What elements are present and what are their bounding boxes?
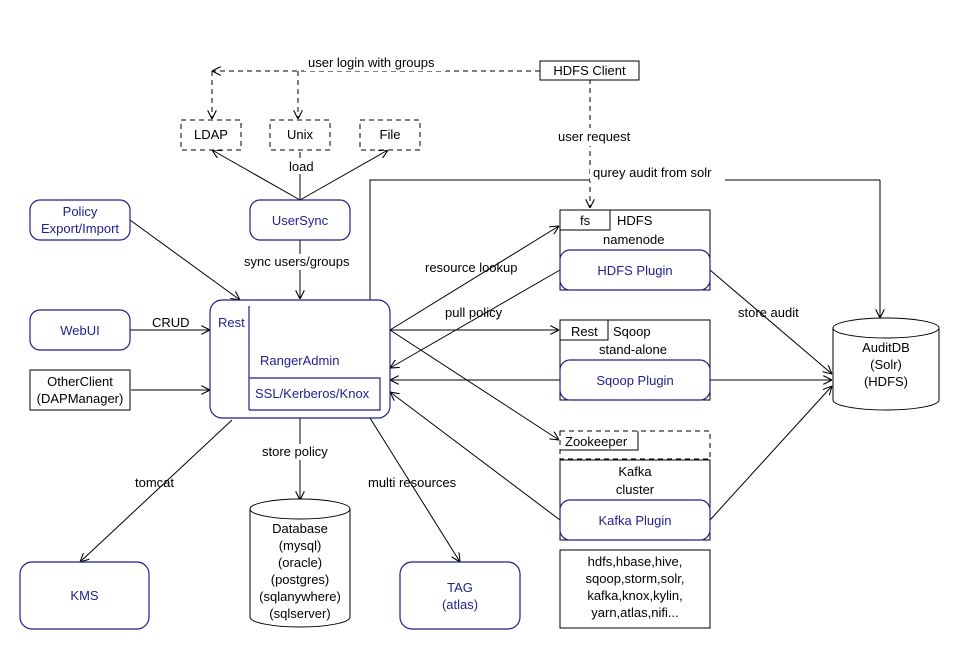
policy-export-label-2: Export/Import: [41, 221, 119, 236]
policy-export-label-1: Policy: [63, 204, 98, 219]
tag-node: TAG (atlas): [399, 561, 521, 630]
database-line-5: (sqlanywhere): [259, 589, 341, 604]
database-line-1: Database: [272, 521, 328, 536]
services-line-3: kafka,knox,kylin,: [587, 588, 682, 603]
label-pull-policy: pull policy: [445, 305, 503, 320]
label-store-policy: store policy: [262, 444, 328, 459]
label-load: load: [289, 159, 314, 174]
label-user-request: user request: [558, 129, 631, 144]
hdfs-node: fs HDFS namenode HDFS Plugin: [559, 209, 711, 291]
ranger-admin-label: RangerAdmin: [260, 353, 340, 368]
label-user-login: user login with groups: [308, 55, 435, 70]
tag-label-1: TAG: [447, 580, 473, 595]
otherclient-label-2: (DAPManager): [37, 391, 124, 406]
sqoop-rest-label: Rest: [571, 324, 598, 339]
edge-load-file: [299, 150, 388, 201]
ranger-rest-label: Rest: [218, 315, 245, 330]
database-line-6: (sqlserver): [269, 606, 330, 621]
kafka-title-label: Kafka: [618, 464, 652, 479]
kafka-sub-label: cluster: [616, 482, 655, 497]
auditdb-line-2: (Solr): [870, 357, 902, 372]
file-node: File: [359, 119, 421, 151]
auditdb-line-3: (HDFS): [864, 374, 908, 389]
auditdb-node: AuditDB (Solr) (HDFS): [832, 317, 940, 411]
hdfs-fs-label: fs: [580, 213, 591, 228]
database-node: Database (mysql) (oracle) (postgres) (sq…: [249, 498, 351, 628]
auditdb-line-1: AuditDB: [862, 340, 910, 355]
kms-label: KMS: [70, 588, 99, 603]
database-line-2: (mysql): [279, 538, 322, 553]
hdfs-client-node: HDFS Client: [539, 60, 640, 81]
services-line-1: hdfs,hbase,hive,: [588, 554, 683, 569]
edge-kafka-pull: [390, 392, 561, 521]
zookeeper-label: Zookeeper: [565, 434, 628, 449]
hdfs-client-label: HDFS Client: [553, 63, 626, 78]
database-line-4: (postgres): [271, 572, 330, 587]
edge-multi-resources: [369, 417, 460, 562]
unix-node: Unix: [269, 119, 331, 151]
edge-store-audit-kafka: [709, 386, 832, 521]
unix-label: Unix: [287, 127, 314, 142]
tag-label-2: (atlas): [442, 597, 478, 612]
label-sync-users: sync users/groups: [244, 254, 350, 269]
edge-tomcat: [80, 419, 233, 562]
otherclient-node: OtherClient (DAPManager): [29, 369, 131, 411]
kms-node: KMS: [19, 561, 150, 630]
ranger-security-label: SSL/Kerberos/Knox: [255, 386, 370, 401]
label-multi-resources: multi resources: [368, 475, 457, 490]
edge-load-ldap: [212, 150, 301, 201]
webui-node: WebUI: [29, 309, 131, 351]
sqoop-node: Rest Sqoop stand-alone Sqoop Plugin: [559, 319, 711, 401]
edge-store-audit-hdfs: [709, 269, 832, 374]
label-tomcat: tomcat: [135, 475, 174, 490]
ranger-admin-node: Rest RangerAdmin SSL/Kerberos/Knox: [209, 299, 391, 419]
policy-export-node: Policy Export/Import: [29, 199, 131, 241]
services-line-4: yarn,atlas,nifi...: [591, 605, 678, 620]
hdfs-plugin-label: HDFS Plugin: [597, 263, 672, 278]
database-line-3: (oracle): [278, 555, 322, 570]
label-query-audit: qurey audit from solr: [593, 165, 712, 180]
otherclient-label-1: OtherClient: [47, 374, 113, 389]
zookeeper-node: Zookeeper: [559, 430, 711, 460]
edge-zookeeper: [389, 329, 559, 440]
services-list-node: hdfs,hbase,hive, sqoop,storm,solr, kafka…: [559, 549, 711, 629]
ldap-label: LDAP: [194, 127, 228, 142]
usersync-label: UserSync: [272, 213, 329, 228]
label-crud: CRUD: [152, 315, 190, 330]
label-resource-lookup: resource lookup: [425, 260, 518, 275]
webui-label: WebUI: [60, 323, 100, 338]
hdfs-sub-label: namenode: [603, 232, 664, 247]
sqoop-sub-label: stand-alone: [599, 342, 667, 357]
kafka-plugin-label: Kafka Plugin: [599, 513, 672, 528]
edge-hdfs-pull: [390, 269, 561, 368]
sqoop-title-label: Sqoop: [613, 324, 651, 339]
kafka-node: Kafka cluster Kafka Plugin: [559, 459, 711, 541]
ldap-node: LDAP: [180, 119, 242, 151]
sqoop-plugin-label: Sqoop Plugin: [596, 373, 673, 388]
usersync-node: UserSync: [249, 199, 351, 241]
edge-policy-export: [129, 219, 240, 300]
services-line-2: sqoop,storm,solr,: [586, 571, 685, 586]
file-label: File: [380, 127, 401, 142]
label-store-audit: store audit: [738, 305, 799, 320]
hdfs-title-label: HDFS: [617, 213, 653, 228]
edge-labels: user login with groups user request load…: [135, 55, 799, 490]
edge-resource-lookup: [389, 226, 559, 331]
